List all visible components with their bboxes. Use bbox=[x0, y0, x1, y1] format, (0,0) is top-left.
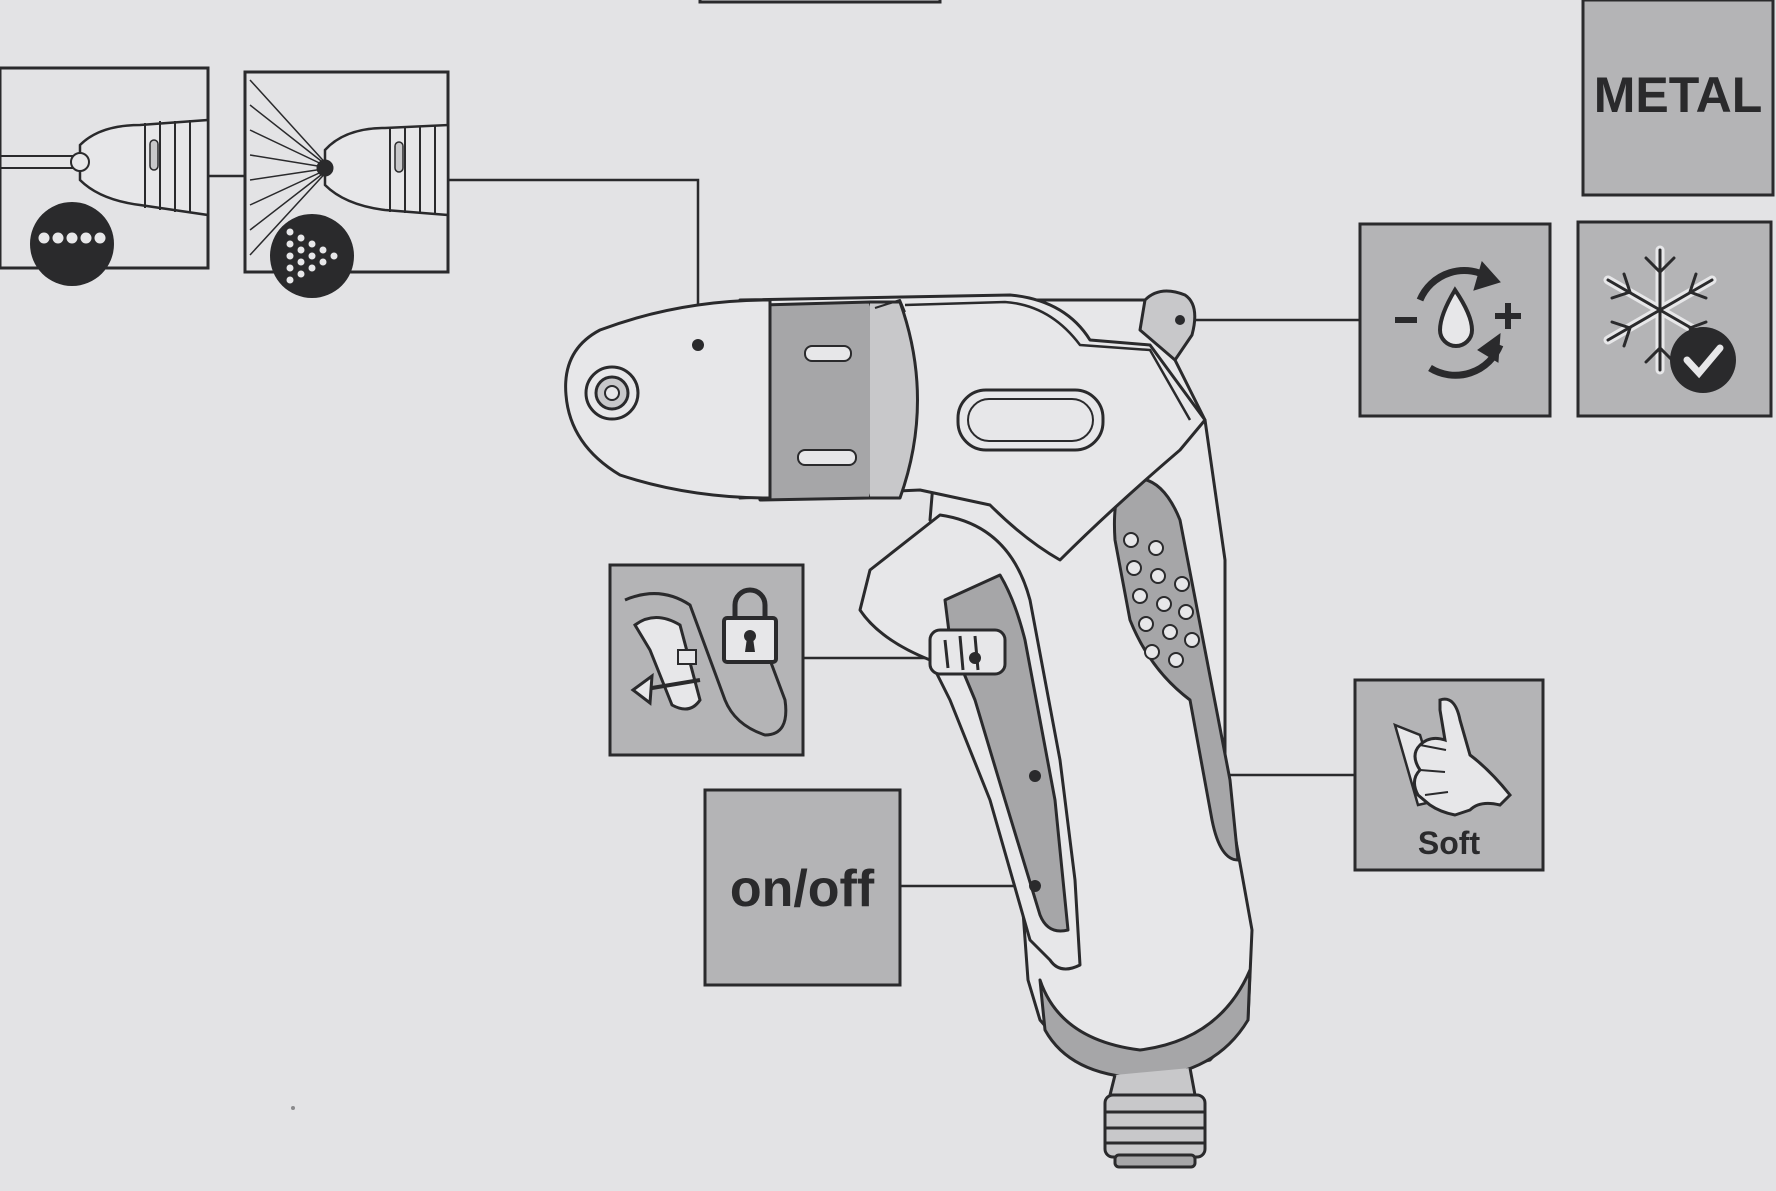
top-edge-box bbox=[698, 0, 942, 4]
shower-dots bbox=[286, 228, 338, 284]
flow-regulator-icon bbox=[1358, 222, 1552, 418]
hose-connector bbox=[1038, 968, 1252, 1169]
snowflake-check-icon bbox=[1576, 220, 1773, 418]
jet-dots bbox=[38, 232, 106, 244]
trigger-lock-icon bbox=[608, 563, 805, 757]
flow-regulator-knob bbox=[1138, 289, 1197, 362]
on-off-label: on/off bbox=[730, 860, 875, 918]
trigger-lock-button bbox=[928, 628, 1007, 676]
grip-dots bbox=[1123, 532, 1200, 668]
speck bbox=[291, 1106, 295, 1110]
shower-spray-icon bbox=[243, 70, 450, 298]
soft-label: Soft bbox=[1418, 825, 1481, 861]
spray-gun-illustration bbox=[564, 289, 1254, 1169]
barrel-window bbox=[956, 388, 1105, 452]
on-off-badge: on/off bbox=[703, 788, 902, 987]
leader-nozzle bbox=[448, 178, 700, 345]
jet-spray-icon bbox=[0, 66, 210, 286]
nozzle-head bbox=[564, 298, 772, 500]
metal-badge: METAL bbox=[1581, 0, 1775, 197]
rear-grip-insert bbox=[1113, 476, 1240, 862]
metal-label: METAL bbox=[1594, 67, 1762, 123]
hand-grip-icon: Soft bbox=[1353, 678, 1545, 872]
